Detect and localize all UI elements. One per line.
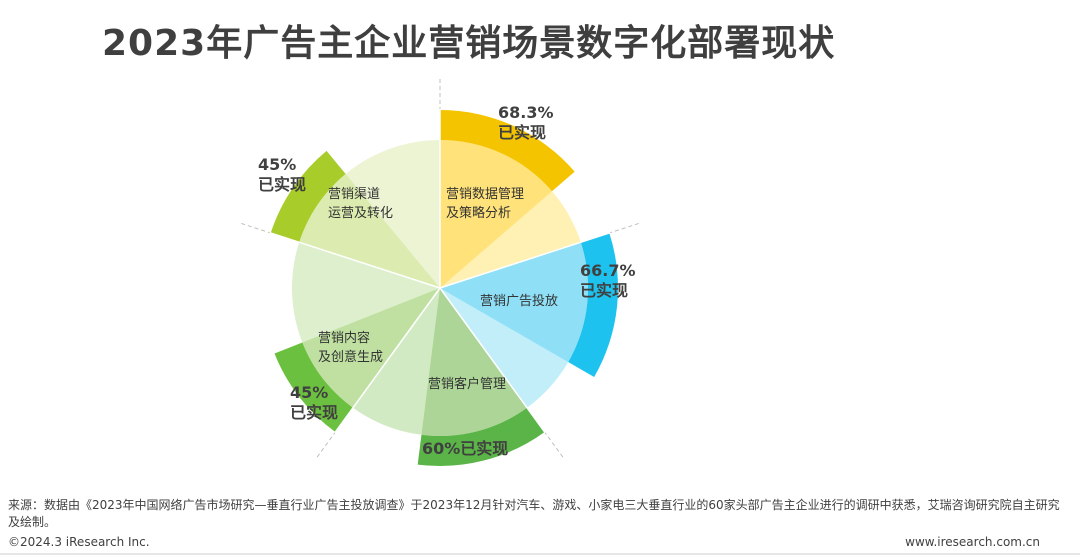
achieved-label: 45%已实现 xyxy=(290,383,338,422)
achieved-status: 已实现 xyxy=(290,403,338,422)
category-label: 营销渠道运营及转化 xyxy=(328,187,393,221)
source-note: 来源：数据由《2023年中国网络广告市场研究—垂直行业广告主投放调查》于2023… xyxy=(8,498,1060,529)
achieved-status: 已实现 xyxy=(460,439,508,458)
footer-divider xyxy=(0,553,1080,555)
achieved-status: 已实现 xyxy=(580,281,628,300)
achieved-pct: 66.7% xyxy=(580,261,636,280)
category-label: 营销广告投放 xyxy=(480,293,558,309)
slice-separator xyxy=(269,231,441,289)
achieved-status: 已实现 xyxy=(498,123,546,142)
achieved-pct: 45% xyxy=(258,155,296,174)
achieved-label: 45%已实现 xyxy=(258,155,306,194)
category-label: 营销数据管理及策略分析 xyxy=(446,187,524,221)
segment-achieved xyxy=(302,288,440,408)
segment-achieved xyxy=(440,140,552,288)
segment-achieved xyxy=(440,242,589,363)
achieved-pct: 45% xyxy=(290,383,328,402)
achieved-label: 68.3%已实现 xyxy=(498,103,554,142)
website-text: www.iresearch.com.cn xyxy=(905,535,1040,549)
achieved-pct: 68.3% xyxy=(498,103,554,122)
achieved-pct: 60% xyxy=(422,439,460,458)
slice-separator xyxy=(439,231,611,289)
category-label: 营销内容及创意生成 xyxy=(318,330,383,365)
achieved-label: 60%已实现 xyxy=(422,439,508,458)
slice-separator xyxy=(439,287,546,434)
pie-chart: 营销数据管理及策略分析68.3%已实现营销广告投放66.7%已实现营销客户管理6… xyxy=(240,78,640,467)
segment-achieved xyxy=(421,288,527,436)
copyright-text: ©2024.3 iResearch Inc. xyxy=(8,535,150,549)
achieved-label: 66.7%已实现 xyxy=(580,261,636,300)
category-label: 营销客户管理 xyxy=(428,376,506,392)
page-title: 2023年广告主企业营销场景数字化部署现状 xyxy=(102,23,836,64)
slice-separator xyxy=(334,287,441,434)
segment-achieved xyxy=(299,173,440,288)
achieved-status: 已实现 xyxy=(258,175,306,194)
